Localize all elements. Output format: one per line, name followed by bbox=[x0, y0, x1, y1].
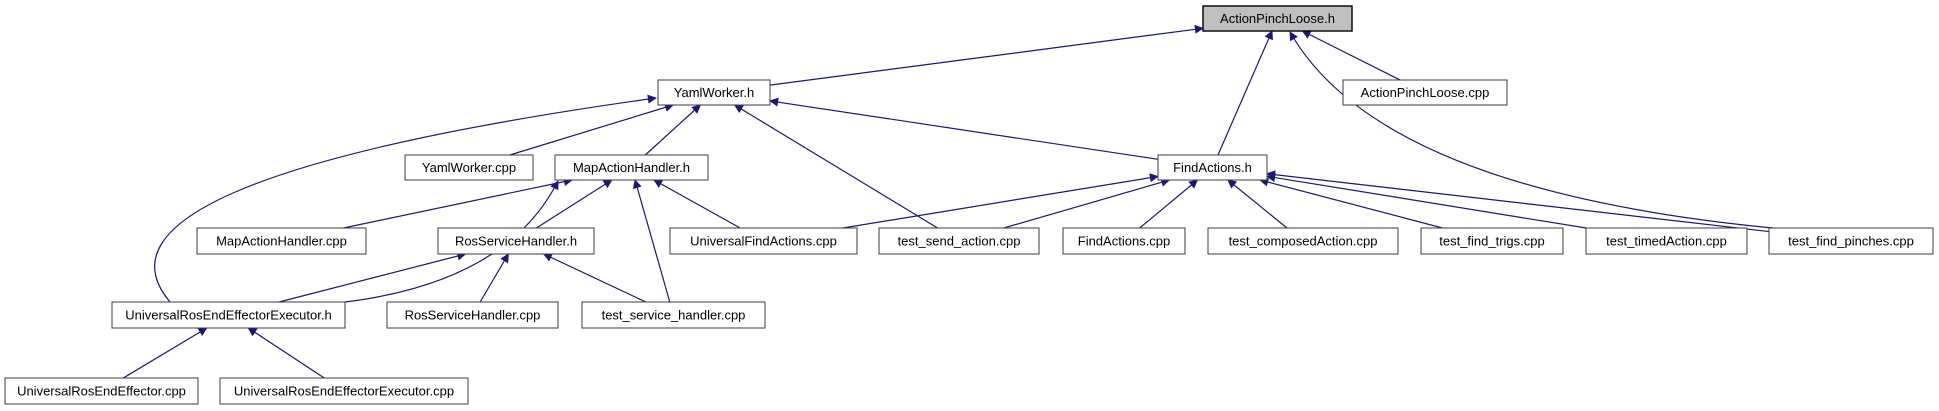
edge-test-service-handler-cpp-to-rosservicehandler-h bbox=[542, 253, 647, 303]
file-box-findactions-cpp[interactable] bbox=[1062, 227, 1186, 255]
file-box-test-timedaction-cpp[interactable] bbox=[1585, 227, 1748, 255]
file-label-rosservicehandler-cpp: RosServiceHandler.cpp bbox=[405, 308, 541, 323]
edge-universalfindactions-cpp-to-mapactionhandler-h bbox=[653, 179, 741, 229]
file-box-yamlworker-cpp[interactable] bbox=[404, 154, 534, 181]
node-actionpinchloose-cpp[interactable]: ActionPinchLoose.cpp bbox=[1342, 79, 1508, 106]
file-label-test-timedaction-cpp: test_timedAction.cpp bbox=[1606, 234, 1727, 249]
file-label-actionpinchloose-cpp: ActionPinchLoose.cpp bbox=[1361, 85, 1490, 100]
file-label-test-find-pinches-cpp: test_find_pinches.cpp bbox=[1788, 234, 1914, 249]
file-box-test-find-pinches-cpp[interactable] bbox=[1768, 227, 1934, 255]
node-findactions-h[interactable]: FindActions.h bbox=[1157, 154, 1268, 181]
file-label-findactions-cpp: FindActions.cpp bbox=[1078, 234, 1171, 249]
node-universalrosendeffector-cpp[interactable]: UniversalRosEndEffector.cpp bbox=[4, 377, 199, 405]
file-box-test-composedaction-cpp[interactable] bbox=[1207, 227, 1399, 255]
file-box-mapactionhandler-h[interactable] bbox=[554, 154, 709, 181]
edge-findactions-cpp-to-findactions-h bbox=[1139, 179, 1199, 229]
file-box-rosservicehandler-cpp[interactable] bbox=[386, 301, 559, 329]
file-box-universalrosendeffectorexecutor-cpp[interactable] bbox=[219, 377, 469, 405]
edge-rosservicehandler-h-to-mapactionhandler-h bbox=[536, 179, 613, 229]
edge-universalfindactions-cpp-to-findactions-h bbox=[842, 173, 1159, 229]
file-box-rosservicehandler-h[interactable] bbox=[437, 227, 595, 255]
file-box-mapactionhandler-cpp[interactable] bbox=[196, 227, 367, 255]
edge-universalrosendeffectorexecutor-h-to-mapactionhandler-h bbox=[344, 180, 559, 303]
file-label-yamlworker-h: YamlWorker.h bbox=[674, 85, 754, 100]
node-test-find-pinches-cpp[interactable]: test_find_pinches.cpp bbox=[1768, 227, 1934, 255]
file-label-test-composedaction-cpp: test_composedAction.cpp bbox=[1229, 234, 1378, 249]
edge-mapactionhandler-cpp-to-mapactionhandler-h bbox=[343, 177, 573, 229]
edge-universalrosendeffector-cpp-to-universalrosendeffectorexecutor-h bbox=[122, 327, 208, 379]
node-universalfindactions-cpp[interactable]: UniversalFindActions.cpp bbox=[669, 227, 858, 255]
file-box-findactions-h[interactable] bbox=[1157, 154, 1268, 181]
edge-actionpinchloose-cpp-to-actionpinchloose-h bbox=[1301, 30, 1401, 81]
edge-test-find-pinches-cpp-to-actionpinchloose-h bbox=[1289, 31, 1774, 229]
file-label-mapactionhandler-h: MapActionHandler.h bbox=[573, 160, 690, 175]
file-label-yamlworker-cpp: YamlWorker.cpp bbox=[422, 160, 516, 175]
edge-universalrosendeffectorexecutor-h-to-rosservicehandler-h bbox=[278, 251, 467, 303]
file-label-universalrosendeffector-cpp: UniversalRosEndEffector.cpp bbox=[17, 384, 186, 399]
node-test-service-handler-cpp[interactable]: test_service_handler.cpp bbox=[581, 301, 766, 329]
file-box-test-send-action-cpp[interactable] bbox=[878, 227, 1040, 255]
node-test-composedaction-cpp[interactable]: test_composedAction.cpp bbox=[1207, 227, 1399, 255]
node-findactions-cpp[interactable]: FindActions.cpp bbox=[1062, 227, 1186, 255]
file-label-test-find-trigs-cpp: test_find_trigs.cpp bbox=[1439, 234, 1545, 249]
node-rosservicehandler-h[interactable]: RosServiceHandler.h bbox=[437, 227, 595, 255]
file-label-rosservicehandler-h: RosServiceHandler.h bbox=[455, 234, 577, 249]
edge-test-timedaction-cpp-to-findactions-h bbox=[1266, 173, 1587, 229]
file-box-test-find-trigs-cpp[interactable] bbox=[1420, 227, 1564, 255]
edge-rosservicehandler-cpp-to-rosservicehandler-h bbox=[479, 253, 509, 303]
node-universalrosendeffectorexecutor-h[interactable]: UniversalRosEndEffectorExecutor.h bbox=[111, 301, 346, 329]
file-box-universalfindactions-cpp[interactable] bbox=[669, 227, 858, 255]
file-label-mapactionhandler-cpp: MapActionHandler.cpp bbox=[216, 234, 347, 249]
node-yamlworker-cpp[interactable]: YamlWorker.cpp bbox=[404, 154, 534, 181]
file-label-findactions-h: FindActions.h bbox=[1173, 160, 1252, 175]
edge-mapactionhandler-h-to-yamlworker-h bbox=[644, 104, 701, 156]
file-label-test-service-handler-cpp: test_service_handler.cpp bbox=[602, 308, 746, 323]
file-box-test-service-handler-cpp[interactable] bbox=[581, 301, 766, 329]
edge-test-send-action-cpp-to-findactions-h bbox=[1003, 177, 1171, 229]
file-box-yamlworker-h[interactable] bbox=[657, 79, 771, 106]
edge-test-composedaction-cpp-to-findactions-h bbox=[1227, 179, 1288, 229]
node-universalrosendeffectorexecutor-cpp[interactable]: UniversalRosEndEffectorExecutor.cpp bbox=[219, 377, 469, 405]
node-yamlworker-h[interactable]: YamlWorker.h bbox=[657, 79, 771, 106]
file-label-universalfindactions-cpp: UniversalFindActions.cpp bbox=[690, 234, 837, 249]
file-box-universalrosendeffector-cpp[interactable] bbox=[4, 377, 199, 405]
edge-yamlworker-h-to-actionpinchloose-h bbox=[769, 24, 1204, 86]
edge-yamlworker-cpp-to-yamlworker-h bbox=[509, 103, 675, 156]
file-label-universalrosendeffectorexecutor-h: UniversalRosEndEffectorExecutor.h bbox=[125, 308, 331, 323]
file-label-actionpinchloose-h: ActionPinchLoose.h bbox=[1220, 11, 1335, 26]
edge-test-service-handler-cpp-to-mapactionhandler-h bbox=[632, 179, 671, 303]
node-test-find-trigs-cpp[interactable]: test_find_trigs.cpp bbox=[1420, 227, 1564, 255]
edge-findactions-h-to-actionpinchloose-h bbox=[1217, 30, 1273, 156]
edge-test-find-pinches-cpp-to-findactions-h bbox=[1266, 170, 1770, 233]
file-label-test-send-action-cpp: test_send_action.cpp bbox=[898, 234, 1021, 249]
node-test-send-action-cpp[interactable]: test_send_action.cpp bbox=[878, 227, 1040, 255]
file-box-actionpinchloose-cpp[interactable] bbox=[1342, 79, 1508, 106]
edges-layer bbox=[122, 24, 1774, 379]
edge-test-send-action-cpp-to-yamlworker-h bbox=[733, 104, 938, 229]
node-mapactionhandler-cpp[interactable]: MapActionHandler.cpp bbox=[196, 227, 367, 255]
node-test-timedaction-cpp[interactable]: test_timedAction.cpp bbox=[1585, 227, 1748, 255]
edge-universalrosendeffectorexecutor-cpp-to-universalrosendeffectorexecutor-h bbox=[247, 327, 325, 379]
node-actionpinchloose-h: ActionPinchLoose.h bbox=[1202, 5, 1353, 32]
edge-findactions-h-to-yamlworker-h bbox=[769, 97, 1159, 160]
current-file-box-actionpinchloose-h bbox=[1202, 5, 1353, 32]
edge-universalrosendeffectorexecutor-h-to-yamlworker-h bbox=[154, 94, 657, 303]
file-box-universalrosendeffectorexecutor-h[interactable] bbox=[111, 301, 346, 329]
node-rosservicehandler-cpp[interactable]: RosServiceHandler.cpp bbox=[386, 301, 559, 329]
edge-test-find-trigs-cpp-to-findactions-h bbox=[1259, 177, 1443, 229]
file-label-universalrosendeffectorexecutor-cpp: UniversalRosEndEffectorExecutor.cpp bbox=[234, 384, 454, 399]
node-mapactionhandler-h[interactable]: MapActionHandler.h bbox=[554, 154, 709, 181]
